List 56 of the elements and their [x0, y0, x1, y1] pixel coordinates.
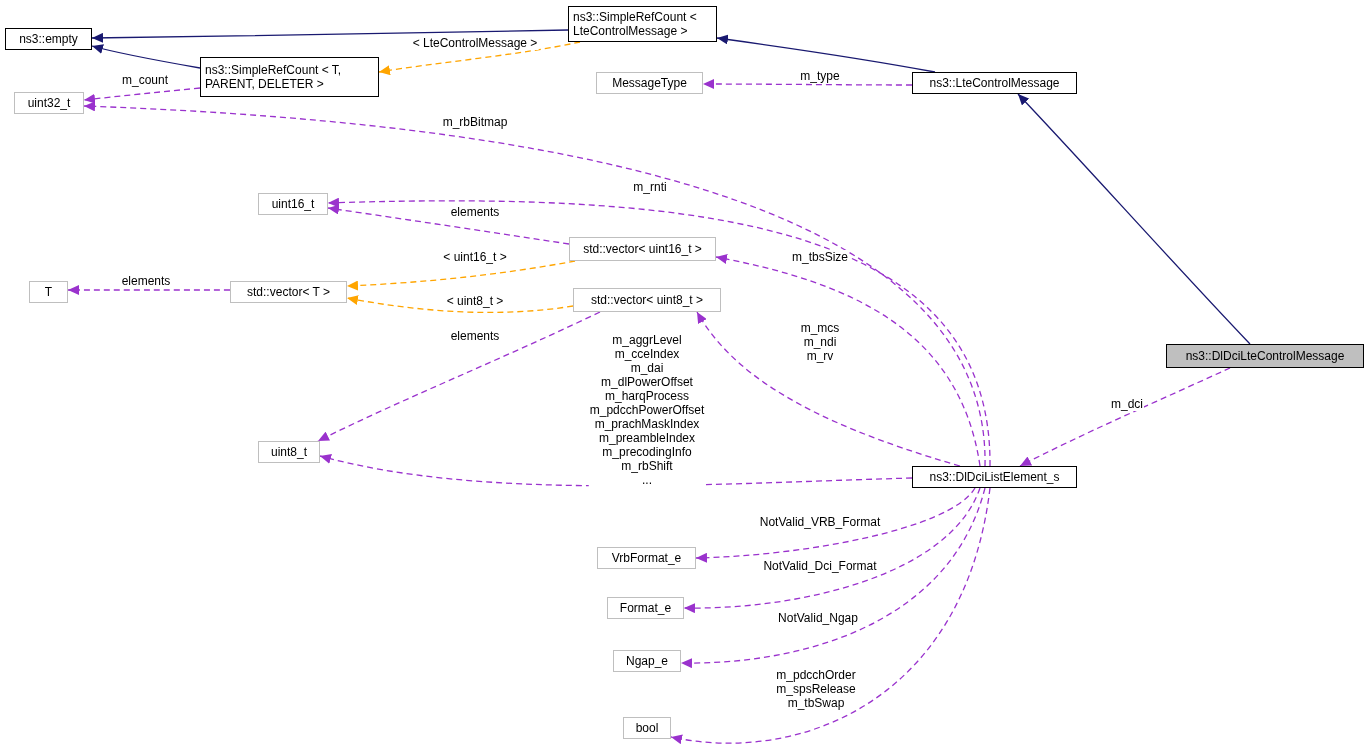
arrow [680, 487, 986, 668]
edge-label: NotValid_Ngap [777, 611, 859, 625]
edge-label: < uint16_t > [442, 250, 508, 264]
edge-label: NotValid_Dci_Format [762, 559, 878, 573]
class-box: MessageType [596, 72, 703, 94]
edge-label: NotValid_VRB_Format [758, 515, 882, 529]
arrow [702, 79, 913, 89]
edge-label: m_rbBitmap [441, 115, 509, 129]
class-box: Format_e [607, 597, 684, 619]
edge-label: elements [449, 329, 501, 343]
class-box: Ngap_e [613, 650, 681, 672]
class-box: ns3::LteControlMessage [912, 72, 1077, 94]
arrow [695, 487, 976, 563]
arrow [327, 204, 570, 245]
class-box: VrbFormat_e [597, 547, 696, 569]
arrow [91, 29, 569, 43]
arrow [715, 254, 981, 467]
edge-label: m_pdcchOrder m_spsRelease m_tbSwap [775, 668, 857, 710]
edge-label: < uint8_t > [445, 294, 505, 308]
class-box: T [29, 281, 68, 303]
edge-label: m_rnti [632, 180, 668, 194]
arrow [670, 487, 991, 744]
arrow [378, 41, 581, 76]
class-box: ns3::DlDciLteControlMessage [1166, 344, 1364, 368]
arrow [83, 101, 986, 467]
class-box: uint16_t [258, 193, 328, 215]
class-box: ns3::DlDciListElement_s [912, 466, 1077, 488]
edge-label: m_aggrLevel m_cceIndex m_dai m_dlPowerOffset m_harqProcess m_pdcchPowerOffset m_prachMaskIndex m_preambleIndex m_precodingInfo m_rbShift ... [588, 333, 706, 487]
arrow [317, 311, 601, 442]
arrow [683, 487, 981, 613]
class-box: uint32_t [14, 92, 84, 114]
edge-label: m_tbsSize [791, 250, 849, 264]
class-box: bool [623, 717, 671, 739]
edge-label: < LteControlMessage > [411, 36, 539, 50]
class-box: ns3::empty [5, 28, 92, 50]
arrow [327, 197, 991, 467]
class-box: std::vector< uint16_t > [569, 237, 716, 261]
class-box: ns3::SimpleRefCount < LteControlMessage > [568, 6, 717, 42]
class-box: std::vector< uint8_t > [573, 288, 721, 312]
edge-label: elements [120, 274, 172, 288]
arrow [1017, 93, 1251, 345]
edge-label: elements [449, 205, 501, 219]
arrow [346, 295, 574, 313]
edge-label: m_count [121, 73, 169, 87]
arrow [716, 34, 936, 73]
class-box: std::vector< T > [230, 281, 347, 303]
arrow [83, 87, 201, 104]
arrow [1019, 367, 1231, 467]
arrow [346, 260, 576, 291]
class-box: uint8_t [258, 441, 320, 463]
arrow [67, 285, 231, 295]
edge-label: m_type [799, 69, 841, 83]
edge-label: m_dci [1110, 397, 1144, 411]
arrow [696, 311, 961, 467]
arrow [91, 44, 201, 69]
class-box: ns3::SimpleRefCount < T, PARENT, DELETER > [200, 57, 379, 97]
